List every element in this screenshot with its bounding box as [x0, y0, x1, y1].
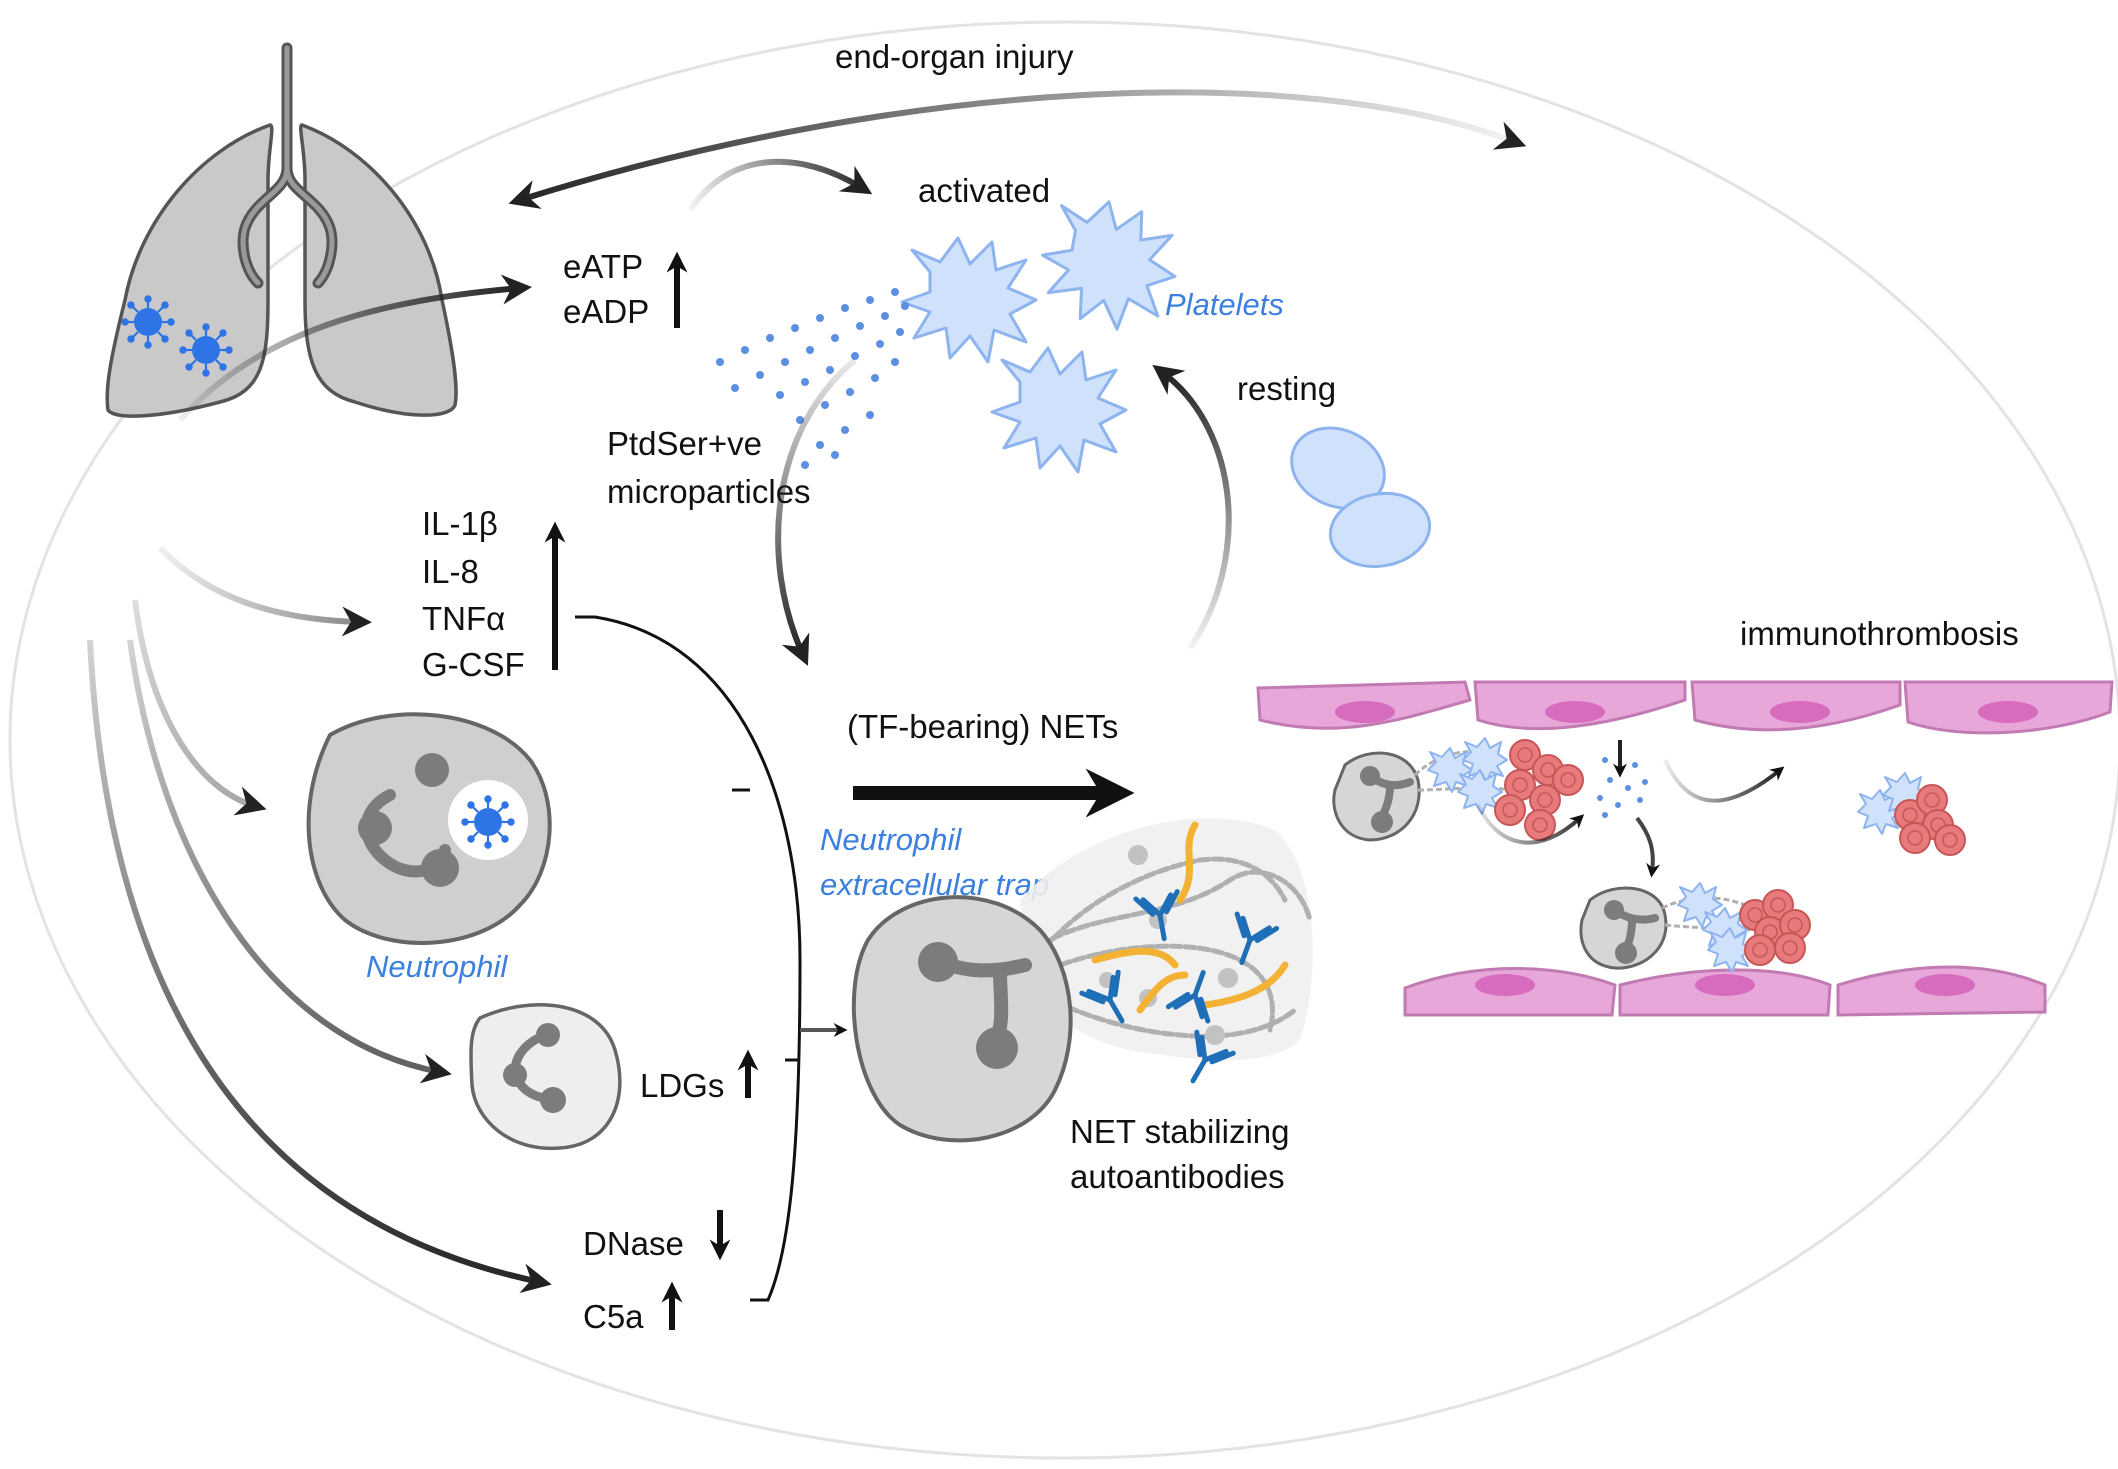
to-ldg-arrow: [127, 639, 452, 1084]
gcsf-label: G-CSF: [422, 646, 525, 683]
end-organ-injury-arrow: [508, 89, 1527, 209]
ptdser-label-line2: microparticles: [607, 473, 811, 510]
tnfa-label: TNFα: [422, 600, 505, 637]
virus-icon: [179, 323, 233, 377]
to-dnase-c5a-arrow: [87, 639, 552, 1294]
net-neutrophil-icon: [851, 895, 1073, 1143]
to-cytokines-arrow: [157, 545, 372, 637]
microparticles-to-nets-arrow: [775, 357, 857, 666]
to-endothelium-arrow-small: [1663, 759, 1785, 803]
activated-label: activated: [918, 172, 1050, 209]
platelet-icon: [900, 236, 1038, 364]
net-yellow-fibers: [1091, 821, 1289, 1014]
neutrophil-label: Neutrophil: [366, 949, 508, 984]
ptdser-label-line1: PtdSer+ve: [607, 425, 762, 462]
small-net-neutrophil-icon: [1332, 750, 1511, 842]
endothelium-top: [1256, 680, 2114, 735]
net-autoab-label-line1: NET stabilizing: [1070, 1113, 1289, 1150]
platelets-label: Platelets: [1165, 287, 1284, 322]
resting-platelet-icon: [1290, 426, 1432, 569]
lungs-icon: [105, 42, 458, 418]
eatp-label: eATP: [563, 248, 643, 285]
platelet-icon: [1030, 190, 1188, 340]
to-platelet-arrow-small: [1476, 804, 1585, 845]
immunothrombosis-label: immunothrombosis: [1740, 615, 2019, 652]
net-label-line2: extracellular trap: [820, 867, 1049, 902]
end-organ-injury-label: end-organ injury: [835, 38, 1074, 75]
down-curve-arrow-small: [1635, 816, 1661, 878]
microparticle-dots-icon: [716, 288, 909, 469]
endothelium-bottom: [1403, 965, 2047, 1017]
il8-label: IL-8: [422, 553, 479, 590]
ldgs-label: LDGs: [640, 1067, 724, 1104]
microparticle-dots-icon: [1597, 757, 1648, 818]
net-label-line1: Neutrophil: [820, 822, 962, 857]
platelet-icon: [1462, 737, 1508, 783]
lung-to-eatp-arrow: [177, 274, 532, 422]
net-autoab-label-line2: autoantibodies: [1070, 1158, 1285, 1195]
virus-icon: [121, 295, 175, 349]
resting-to-activated-arrow: [1152, 364, 1232, 650]
circulation-ellipse: [8, 20, 2118, 1460]
to-neutrophil-arrow: [132, 599, 267, 816]
stimuli-bracket: [575, 615, 802, 1302]
tf-nets-label: (TF-bearing) NETs: [847, 708, 1118, 745]
il1b-label: IL-1β: [422, 505, 498, 542]
resting-label: resting: [1237, 370, 1336, 407]
dnase-label: DNase: [583, 1225, 684, 1262]
to-activated-arrow: [687, 158, 873, 212]
platelet-icon: [990, 346, 1128, 474]
c5a-label: C5a: [583, 1298, 644, 1335]
ldg-neutrophil-icon: [469, 1003, 622, 1151]
red-blood-cell-icon: [1739, 889, 1811, 966]
neutrophil-icon: [306, 712, 552, 945]
eadp-label: eADP: [563, 293, 649, 330]
